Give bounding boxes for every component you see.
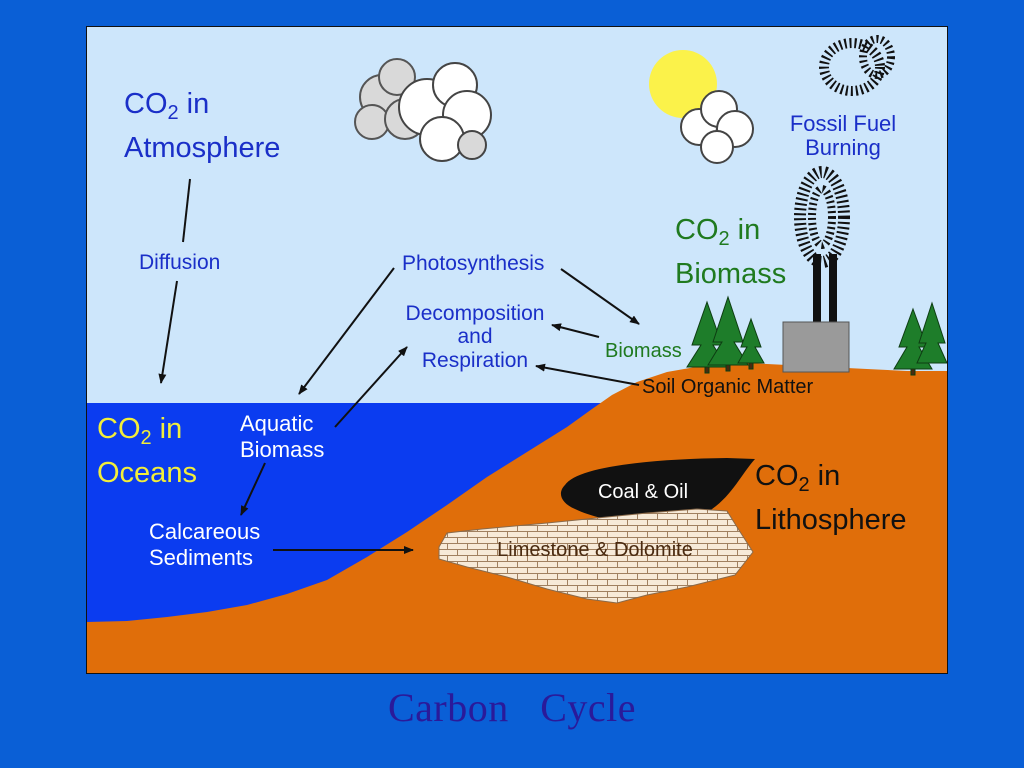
land xyxy=(87,363,947,673)
coal-oil-label: Coal & Oil xyxy=(598,481,688,503)
arrow-photosynthesis-to-aquatic xyxy=(298,267,395,395)
arrow-biomass-to-decomposition xyxy=(551,323,600,338)
carbon-cycle-diagram: CO2 in Atmosphere Diffusion CO2 in Ocean… xyxy=(86,26,948,674)
tree-icon xyxy=(916,301,947,364)
arrow-atmosphere-to-diffusion xyxy=(182,178,191,243)
biomass-reservoir-label-line1: CO2 in xyxy=(675,214,760,250)
decomposition-label-line3: Respiration xyxy=(422,349,528,372)
sun-icon xyxy=(649,50,717,118)
arrow-aquatic-to-decomposition xyxy=(334,346,408,428)
tree-icon xyxy=(737,317,765,370)
decomposition-label-line1: Decomposition xyxy=(406,302,545,325)
coal-oil-deposit xyxy=(560,458,755,524)
arrow-diffusion-to-oceans xyxy=(158,280,178,384)
soil-organic-matter-label: Soil Organic Matter xyxy=(642,376,814,398)
diagram-canvas: CO2 in Atmosphere Diffusion CO2 in Ocean… xyxy=(87,27,947,673)
oceans-label-line1: CO2 in xyxy=(97,413,182,449)
tree-icon xyxy=(707,295,749,372)
factory-icon xyxy=(782,254,850,373)
diffusion-label: Diffusion xyxy=(139,251,220,274)
arrow-soil-to-respiration xyxy=(535,363,640,386)
slide-title: Carbon Cycle xyxy=(387,685,637,730)
limestone-label: Limestone & Dolomite xyxy=(497,539,693,561)
decomposition-label-line2: and xyxy=(457,325,492,348)
flow-arrows xyxy=(158,178,640,554)
calcareous-label-line1: Calcareous xyxy=(149,519,260,544)
aquatic-biomass-label-line2: Biomass xyxy=(240,437,324,462)
atmosphere-label-line1: CO2 in xyxy=(124,88,209,124)
arrow-aquatic-to-sediments xyxy=(240,462,266,516)
smoke-icon xyxy=(794,35,895,268)
biomass-reservoir-label-line2: Biomass xyxy=(675,258,786,290)
aquatic-biomass-label-line1: Aquatic xyxy=(240,411,313,436)
oceans-label-line2: Oceans xyxy=(97,457,197,489)
photosynthesis-label: Photosynthesis xyxy=(402,252,544,275)
atmosphere-label-line2: Atmosphere xyxy=(124,132,280,164)
lithosphere-label-line1: CO2 in xyxy=(755,460,840,496)
fossil-fuel-label-line2: Burning xyxy=(805,135,881,160)
biomass-label: Biomass xyxy=(605,340,682,362)
limestone-deposit xyxy=(438,508,754,604)
cloud-icon xyxy=(680,90,754,164)
cloud-icon xyxy=(398,62,492,162)
calcareous-label-line2: Sediments xyxy=(149,545,253,570)
fossil-fuel-label-line1: Fossil Fuel xyxy=(790,111,896,136)
arrow-photosynthesis-to-biomass xyxy=(560,268,640,325)
lithosphere-label-line2: Lithosphere xyxy=(755,504,907,536)
